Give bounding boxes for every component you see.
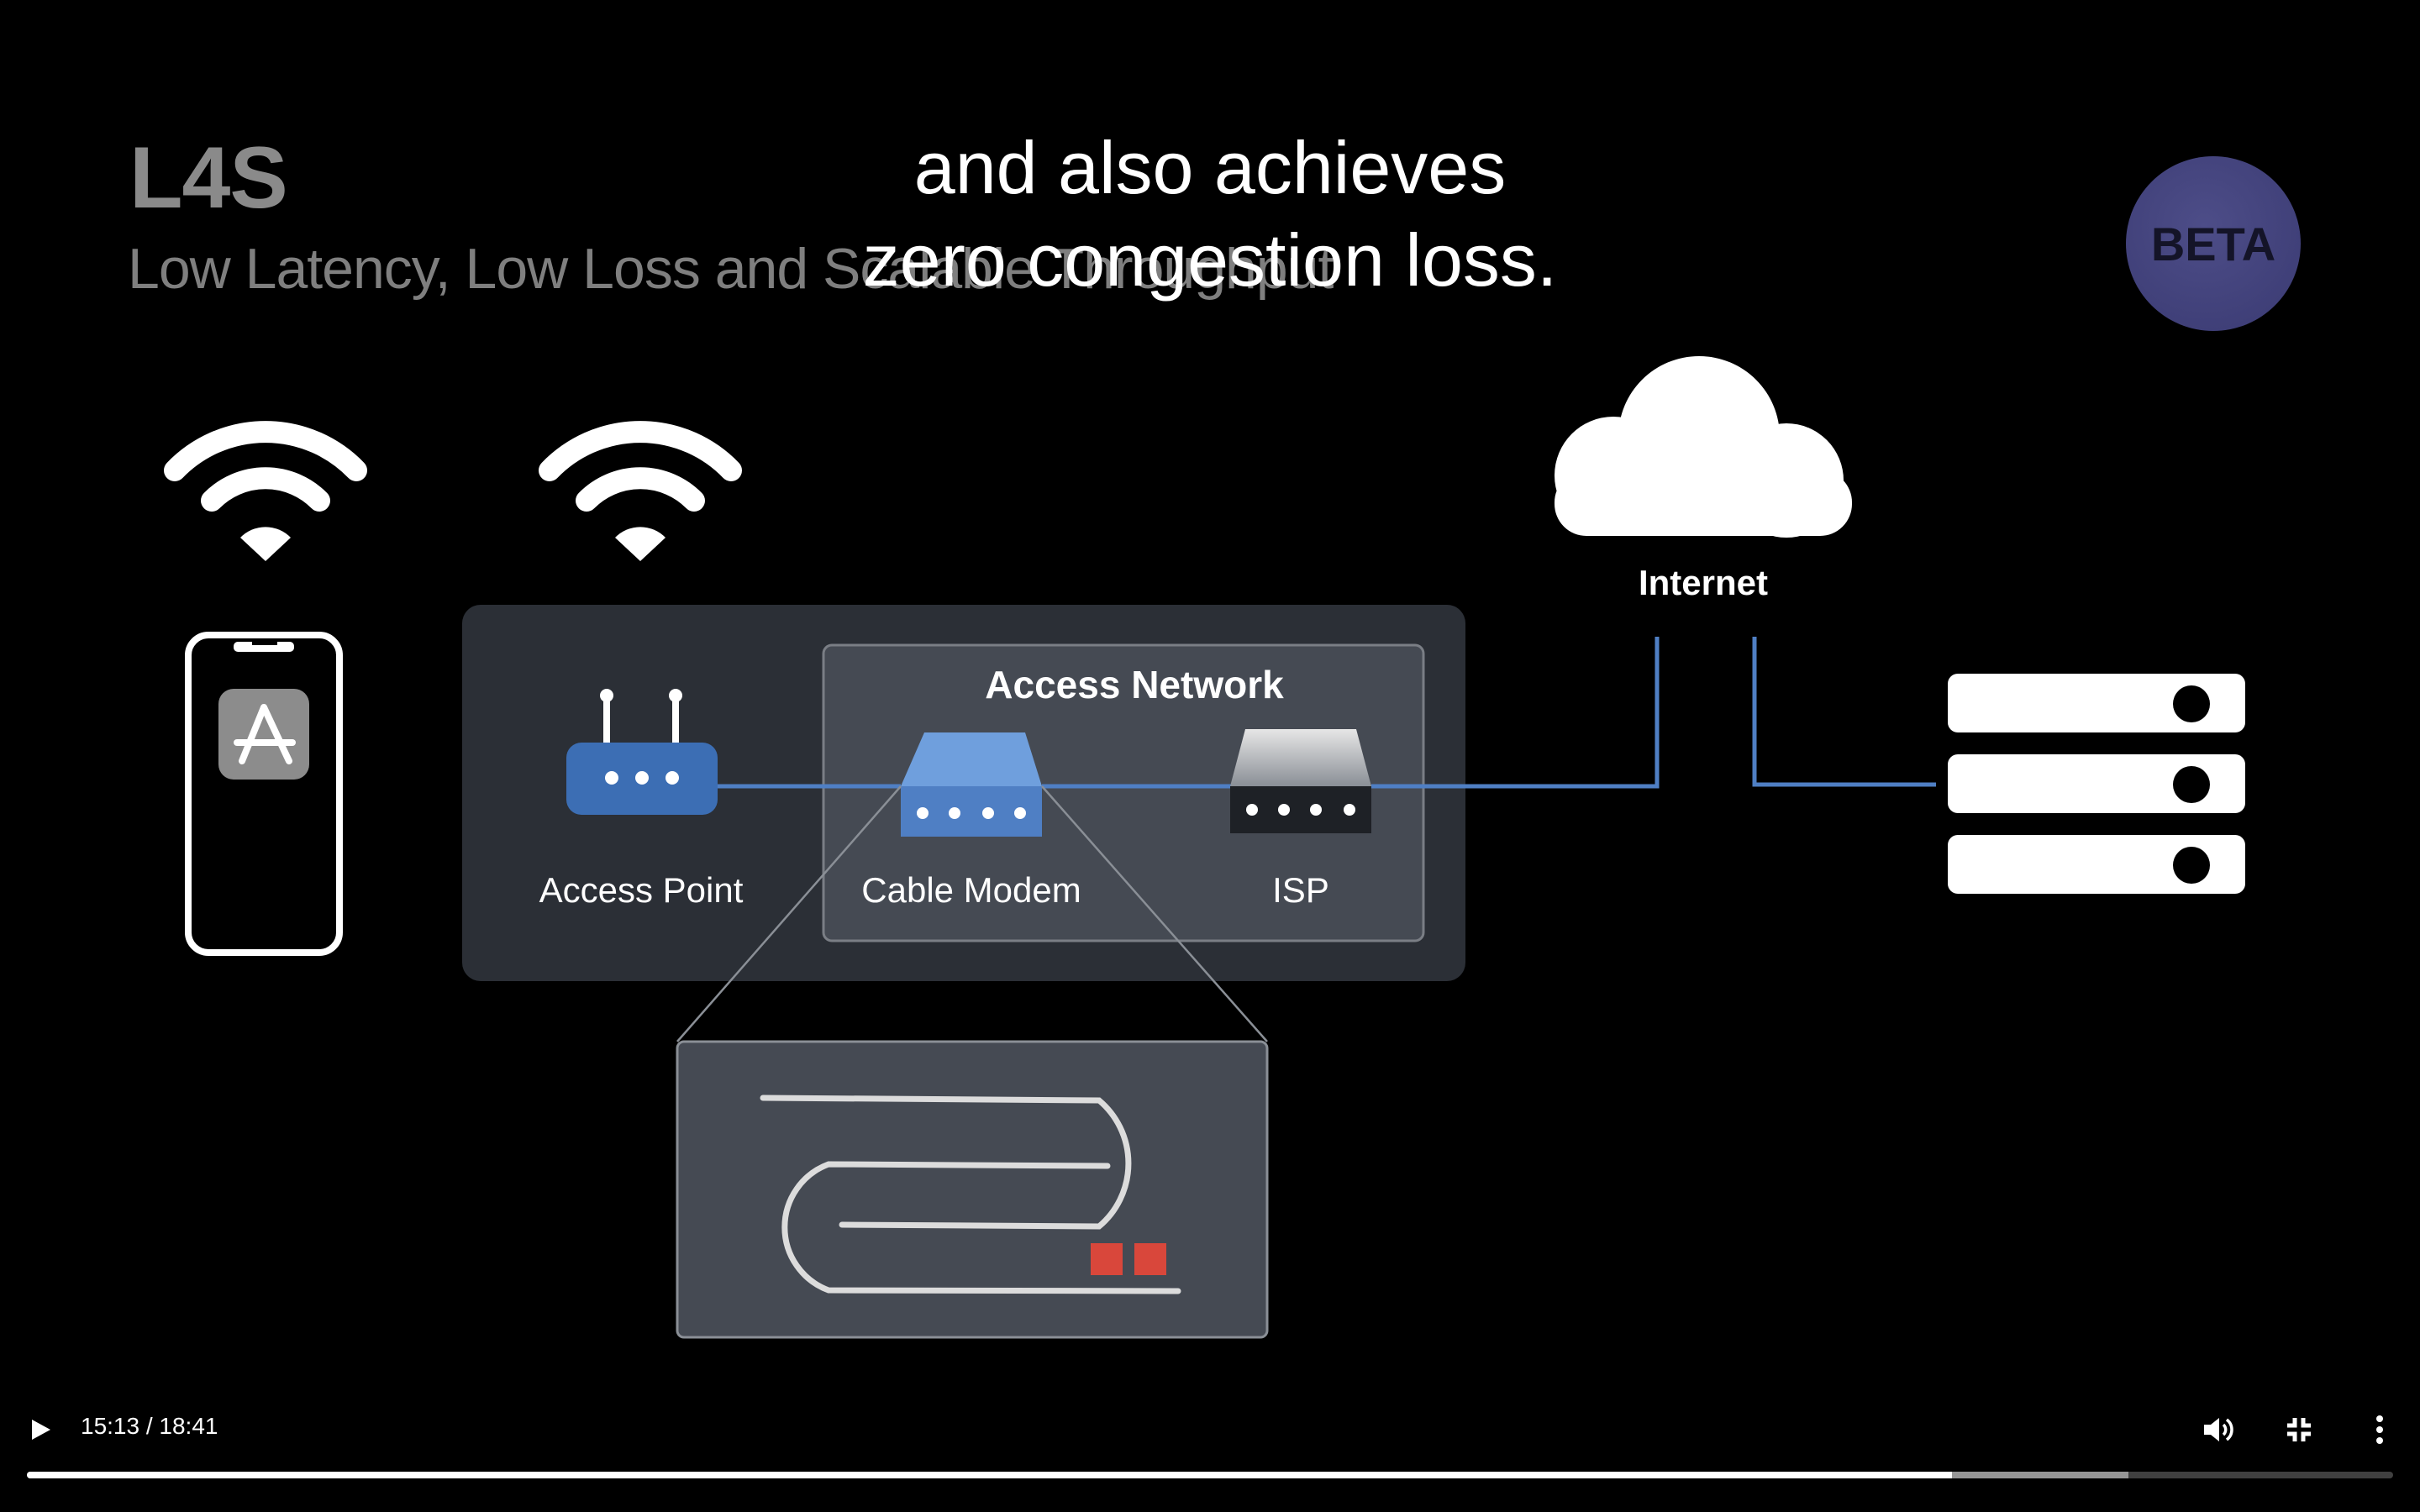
app-store-icon [218,689,309,780]
network-links [716,637,1936,789]
exit-fullscreen-button[interactable] [2274,1404,2324,1455]
access-network-title: Access Network [985,663,1284,706]
access-point-label: Access Point [539,870,744,910]
cable-modem-label: Cable Modem [861,870,1081,910]
slide-subtitle: Low Latency, Low Loss and Scalable Throu… [128,237,1334,301]
isp-device-icon [1230,729,1371,833]
isp-label: ISP [1272,870,1329,910]
volume-icon [2204,1418,2233,1441]
wifi-icon-phone [164,421,367,561]
queued-packet [1134,1243,1166,1275]
caption-line-1: and also achieves [913,126,1507,209]
progress-bar[interactable] [27,1472,2393,1478]
beta-badge-label: BETA [2150,217,2276,270]
queue-inset [676,1040,1269,1339]
network-diagram [164,356,2245,1339]
wifi-icon-access-point [539,421,742,561]
internet-cloud-icon [1555,356,1852,538]
player-controls [0,1394,2420,1512]
phone-icon [185,632,343,956]
internet-label: Internet [1638,563,1768,602]
beta-badge: BETA [2126,156,2301,331]
more-options-button[interactable] [2354,1404,2405,1455]
caption-line-2: zero congestion loss. [862,218,1558,302]
progress-played [27,1472,1952,1478]
zoom-lines [676,785,1268,1042]
queued-packet [1091,1243,1123,1275]
exit-fullscreen-icon [2287,1418,2311,1441]
slide-title: L4S [129,129,288,227]
server-icon [1948,674,2245,894]
access-network-panel [822,643,1425,942]
more-options-icon [2376,1415,2383,1444]
play-button[interactable] [15,1404,66,1455]
volume-button[interactable] [2193,1404,2244,1455]
cable-modem-icon [901,732,1042,837]
time-display: 15:13 / 18:41 [81,1413,218,1439]
play-icon [32,1420,50,1440]
access-point-icon [566,689,718,815]
